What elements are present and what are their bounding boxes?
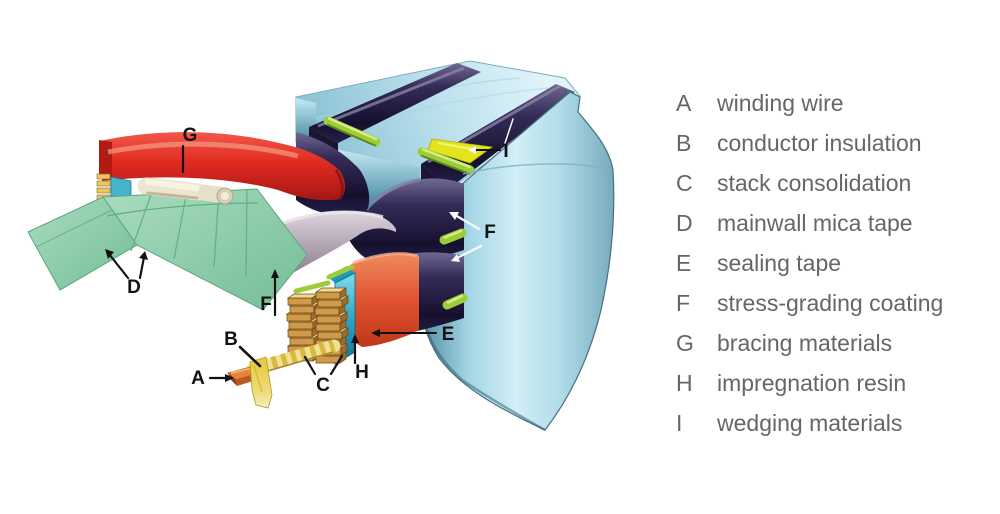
wedge-strip-2 <box>417 147 475 175</box>
legend-label: mainwall mica tape <box>717 209 913 236</box>
callout-e-letter: E <box>442 324 455 345</box>
legend-label: impregnation resin <box>717 369 907 396</box>
callout-e: E <box>371 324 454 345</box>
legend-row-bracing-materials: G bracing materials <box>676 323 943 363</box>
callout-g-letter: G <box>183 125 198 146</box>
callout-a-letter: A <box>191 368 205 389</box>
callout-d: D <box>105 249 148 298</box>
legend-label: conductor insulation <box>717 129 922 156</box>
wedge-strip-1 <box>323 116 381 147</box>
legend-key: H <box>676 369 693 396</box>
callout-d-letter: D <box>127 277 141 298</box>
legend-label: winding wire <box>717 89 844 116</box>
callout-f-left: F <box>260 269 279 317</box>
legend: A winding wire B conductor insulation C … <box>676 83 943 443</box>
callout-b-letter: B <box>224 329 238 350</box>
legend-row-conductor-insulation: B conductor insulation <box>676 123 943 163</box>
legend-label: sealing tape <box>717 249 842 276</box>
legend-key: B <box>676 129 692 156</box>
legend-row-stack-consolidation: C stack consolidation <box>676 163 943 203</box>
wedge-bit-upper <box>439 228 467 245</box>
lower-coil-orange <box>351 252 419 347</box>
legend-key: G <box>676 329 694 356</box>
legend-key: D <box>676 209 693 236</box>
legend-row-sealing-tape: E sealing tape <box>676 243 943 283</box>
callout-h: H <box>351 334 369 383</box>
legend-key: A <box>676 89 692 116</box>
legend-row-winding-wire: A winding wire <box>676 83 943 123</box>
legend-key: E <box>676 249 692 276</box>
upper-coil-red <box>99 132 346 201</box>
callouts: A B C D E <box>105 118 514 396</box>
legend-key: I <box>676 409 683 436</box>
legend-row-stress-grading-coating: F stress-grading coating <box>676 283 943 323</box>
legend-label: stack consolidation <box>717 169 912 196</box>
callout-b: B <box>224 329 262 368</box>
legend-row-wedging-materials: I wedging materials <box>676 403 943 443</box>
callout-f-right: F <box>449 212 496 262</box>
legend-label: bracing materials <box>717 329 893 356</box>
wedge-bit-lower <box>442 293 468 310</box>
legend-row-mainwall-mica-tape: D mainwall mica tape <box>676 203 943 243</box>
conductor-stack-group <box>286 280 349 364</box>
legend-key: C <box>676 169 693 196</box>
callout-c-letter: C <box>316 375 330 396</box>
callout-h-letter: H <box>355 362 369 383</box>
stator-insulation-diagram: A B C D E <box>27 60 615 432</box>
callout-c: C <box>303 354 344 396</box>
callout-i-letter: I <box>503 141 508 162</box>
legend-label: wedging materials <box>717 409 903 436</box>
callout-a: A <box>191 368 234 389</box>
bracing-roll <box>137 177 234 205</box>
callout-f-right-letter: F <box>484 222 496 243</box>
mica-tape <box>27 188 308 311</box>
callout-i: I <box>468 118 514 162</box>
callout-g: G <box>181 125 198 174</box>
legend-key: F <box>676 289 691 316</box>
hanging-tape <box>249 356 273 409</box>
legend-label: stress-grading coating <box>717 289 944 316</box>
callout-f-left-letter: F <box>260 294 272 315</box>
legend-row-impregnation-resin: H impregnation resin <box>676 363 943 403</box>
